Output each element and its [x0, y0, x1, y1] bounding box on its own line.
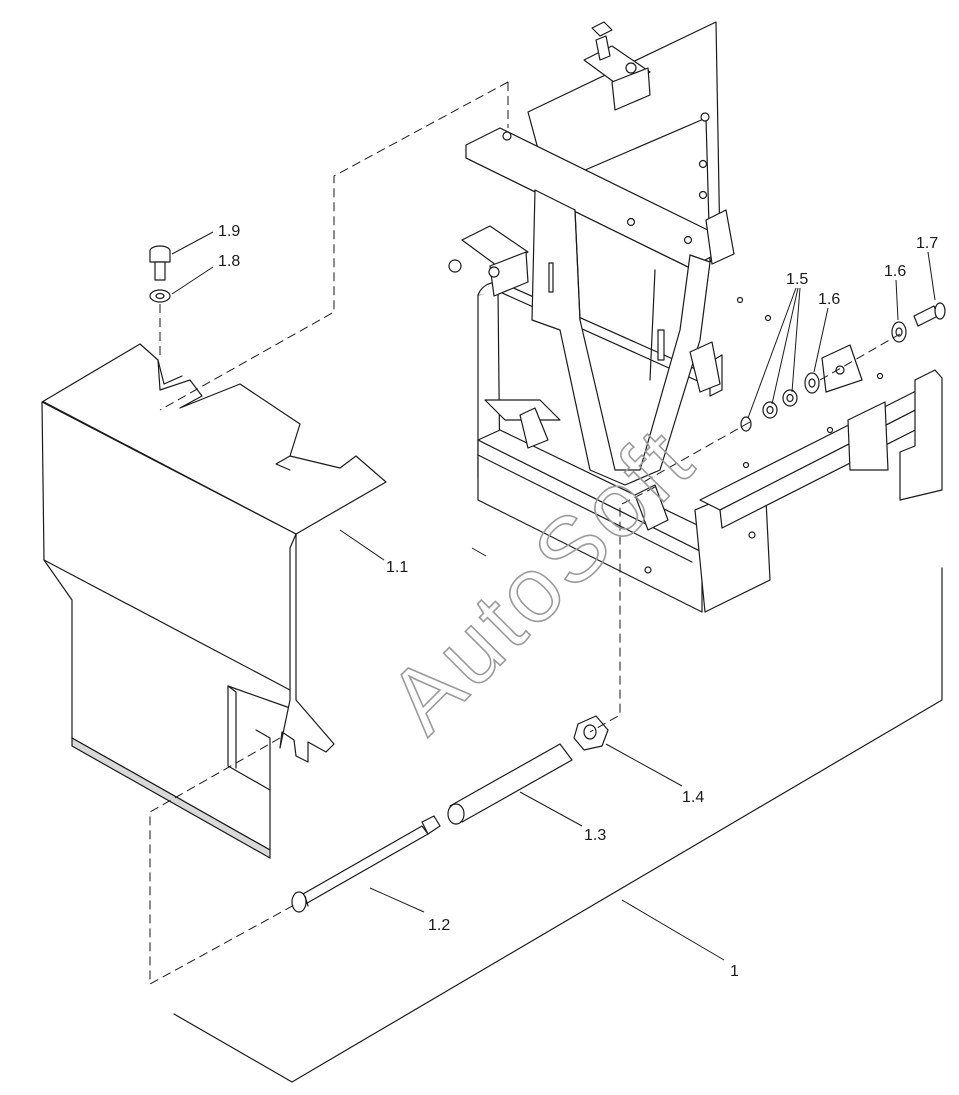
- callout-1-4: 1.4: [682, 789, 704, 806]
- shaft-part-1-2: [291, 815, 441, 913]
- washer-part-1-8: [149, 289, 171, 303]
- callout-1-3: 1.3: [584, 827, 606, 844]
- callout-1-1: 1.1: [386, 559, 408, 576]
- callout-1-8: 1.8: [218, 253, 240, 270]
- leader-lines: [171, 231, 936, 961]
- callout-1-6-outer: 1.6: [884, 263, 906, 280]
- callout-1-9: 1.9: [218, 223, 240, 240]
- nut-part-1-4: [573, 715, 609, 751]
- washer-part-1-6-outer: [891, 321, 907, 343]
- callout-1-6-inner: 1.6: [818, 291, 840, 308]
- assembly-guide-lines: [149, 81, 901, 985]
- bolt-part-1-7: [913, 302, 946, 327]
- sleeve-part-1-3: [447, 743, 573, 825]
- bracket-frame: [448, 21, 943, 613]
- callout-labels: 1.9 1.8 1.1 1.2 1.3 1.4 1 1.5 1.6 1.6 1.…: [218, 223, 938, 980]
- callout-1-2: 1.2: [428, 917, 450, 934]
- screw-part-1-9: [149, 245, 171, 281]
- callout-1: 1: [730, 963, 739, 980]
- washer-set-part-1-5: [740, 389, 798, 432]
- cover-part-1-1: [41, 343, 387, 860]
- callout-1-7: 1.7: [916, 235, 938, 252]
- callout-1-5: 1.5: [786, 271, 808, 288]
- assembly-bracket-line: [173, 567, 943, 1083]
- washer-part-1-6-inner: [804, 372, 820, 394]
